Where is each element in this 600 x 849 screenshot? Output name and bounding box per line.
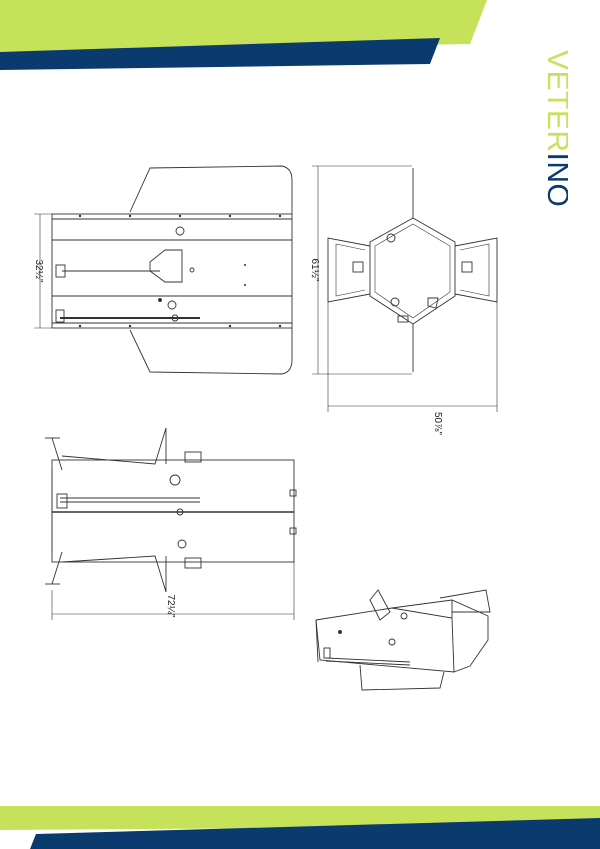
side-view-drawing (45, 427, 297, 620)
logo-part-veter: VETER (541, 50, 568, 153)
svg-text:VETERINOV: VETERINOV (541, 50, 568, 206)
top-view-drawing (34, 165, 293, 375)
logo-part-inov: INOV (541, 153, 568, 206)
veterinov-logo: VETERINOV (541, 50, 568, 206)
footer-navy-band (30, 818, 600, 849)
header-navy-band (0, 38, 440, 70)
isometric-view-drawing (315, 589, 491, 691)
top-view-height-label: 32½" (33, 259, 44, 282)
front-view-width-label: 50⅞" (432, 412, 443, 435)
header-green-band (0, 0, 487, 52)
front-view-drawing (312, 165, 498, 412)
front-view-height-label: 61½" (309, 258, 320, 281)
side-view-length-label: 72¼" (165, 594, 177, 617)
